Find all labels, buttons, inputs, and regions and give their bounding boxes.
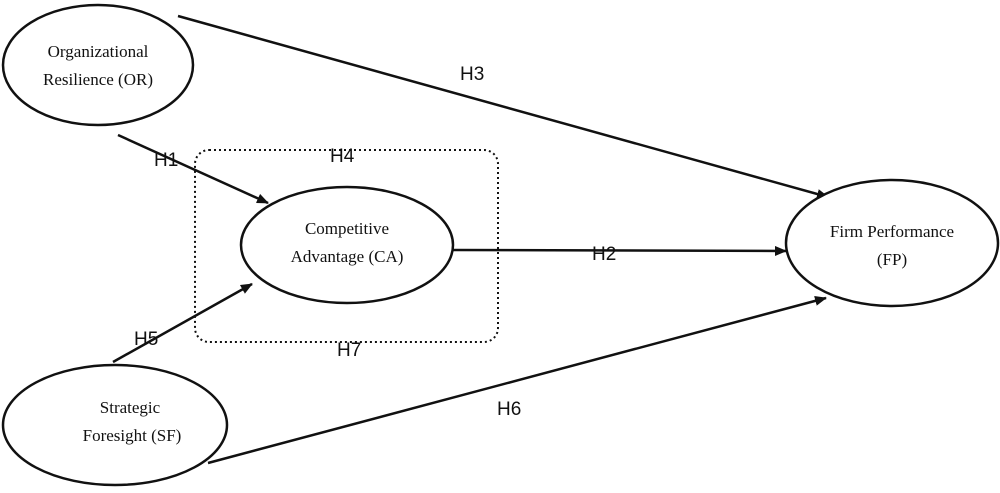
edge-ca-fp — [452, 245, 787, 256]
node-or-line1: Organizational — [48, 42, 149, 61]
edge-sf-fp — [207, 296, 827, 465]
node-ca-line1: Competitive — [305, 219, 389, 238]
edge-sf-ca — [112, 282, 253, 364]
node-fp-line2: (FP) — [877, 250, 907, 269]
edge-or-ca — [117, 133, 269, 205]
label-h7: H7 — [337, 340, 361, 361]
edge-or-fp — [177, 14, 829, 199]
label-h4: H4 — [330, 146, 355, 167]
node-strategic-foresight: Strategic Foresight (SF) — [1, 363, 229, 487]
node-ca-line2: Advantage (CA) — [291, 247, 404, 266]
node-fp-line1: Firm Performance — [830, 222, 954, 241]
label-h2: H2 — [592, 244, 616, 265]
label-h3: H3 — [460, 64, 484, 85]
mediation-box — [194, 149, 499, 343]
node-competitive-advantage: Competitive Advantage (CA) — [239, 185, 455, 305]
node-firm-performance: Firm Performance (FP) — [784, 178, 1000, 308]
node-organizational-resilience: Organizational Resilience (OR) — [1, 3, 195, 127]
label-h5: H5 — [134, 329, 158, 350]
label-h6: H6 — [497, 399, 521, 420]
node-sf-line2: Foresight (SF) — [83, 426, 182, 445]
label-h1: H1 — [154, 150, 178, 171]
node-or-line2: Resilience (OR) — [43, 70, 153, 89]
node-sf-line1: Strategic — [100, 398, 161, 417]
